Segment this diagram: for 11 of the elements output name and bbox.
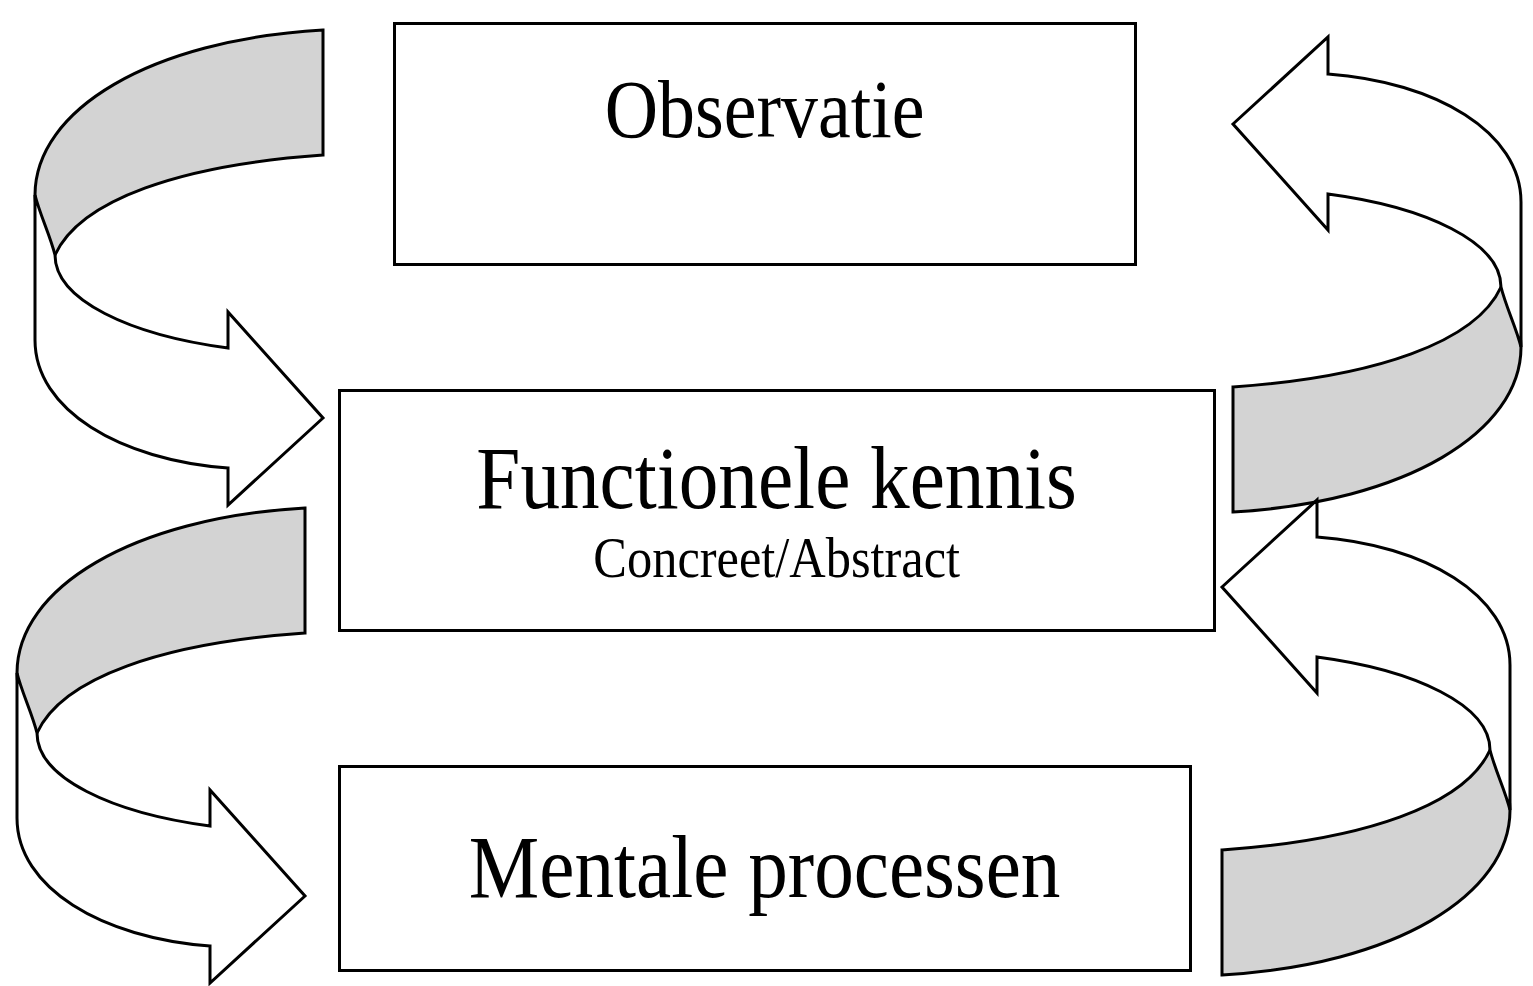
curved-ribbon-arrow [1231, 35, 1523, 514]
box-title: Observatie [605, 65, 925, 156]
process-box [338, 389, 1216, 632]
curved-ribbon-arrow [33, 28, 325, 507]
curved-ribbon-arrow [1220, 498, 1512, 977]
process-box [338, 765, 1192, 972]
curved-ribbon-arrow [15, 506, 307, 985]
process-box [393, 22, 1137, 266]
box-title: Functionele kennis [476, 431, 1078, 529]
box-subtitle: Concreet/Abstract [593, 528, 961, 590]
box-title: Mentale processen [469, 820, 1061, 917]
